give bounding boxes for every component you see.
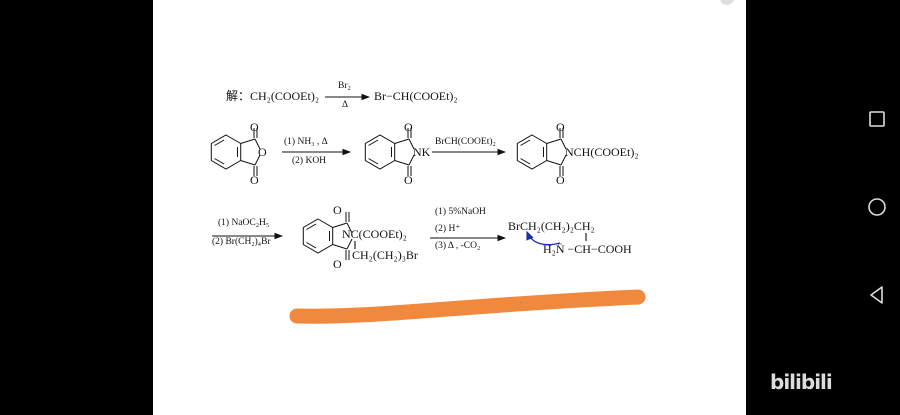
step-koh: (2) KOH [292,156,327,166]
page-marker-dot [720,0,734,5]
bromobutyl-chain: CH₂(CH₂)₃Br [352,248,418,262]
step-naoh: (1) 5%NaOH [435,207,486,217]
alkylated-label: NC(COOEt)₂ [342,227,407,241]
nk-label: NK [413,145,431,159]
step-nh3: (1) NH₃ , Δ [284,137,328,147]
curved-arrow-annotation [526,230,561,246]
carbonyl-oxygen: O [250,120,259,134]
carbonyl-oxygen: O [333,203,342,217]
phthalic-anhydride-structure [210,127,261,177]
step-bromomalonate: BrCH(COOEt)₂ [435,137,496,147]
carbonyl-oxygen: O [556,120,565,134]
highlight-stroke [289,289,646,324]
step-acid: (2) H⁺ [435,224,461,234]
amino-acid-backbone: H₂N̈ −CH−COOH [543,242,632,256]
carbonyl-oxygen: O [404,173,413,187]
back-icon[interactable] [865,283,889,307]
step-naoet: (1) NaOC₂H₅ [218,218,270,228]
bilibili-watermark-logo: bilibili [770,370,833,394]
step-dibromobutane: (2) Br(CH₂)₄Br [212,237,271,247]
bromomalonate-product: Br−CH(COOEt)₂ [374,89,458,103]
home-icon[interactable] [865,195,889,219]
carbonyl-oxygen: O [404,120,413,134]
phthalimidomalonate-structure [516,127,567,177]
reagent-br2: Br₂ [338,81,351,91]
product-chain: BrCH₂(CH₂)₂CH₂ [508,219,595,233]
recent-apps-icon[interactable] [865,107,889,131]
carbonyl-oxygen: O [556,173,565,187]
step-decarboxylation: (3) Δ , -CO₂ [435,241,481,251]
product-label: NCH(COOEt)₂ [565,145,639,159]
potassium-phthalimide-structure [364,127,415,177]
malonate-start: 解：CH₂(COOEt)₂ [226,89,320,103]
carbonyl-oxygen: O [250,173,259,187]
ring-oxygen: O [258,145,267,159]
carbonyl-oxygen: O [333,257,342,271]
reagent-heat: Δ [342,100,349,110]
document-page [153,0,746,415]
